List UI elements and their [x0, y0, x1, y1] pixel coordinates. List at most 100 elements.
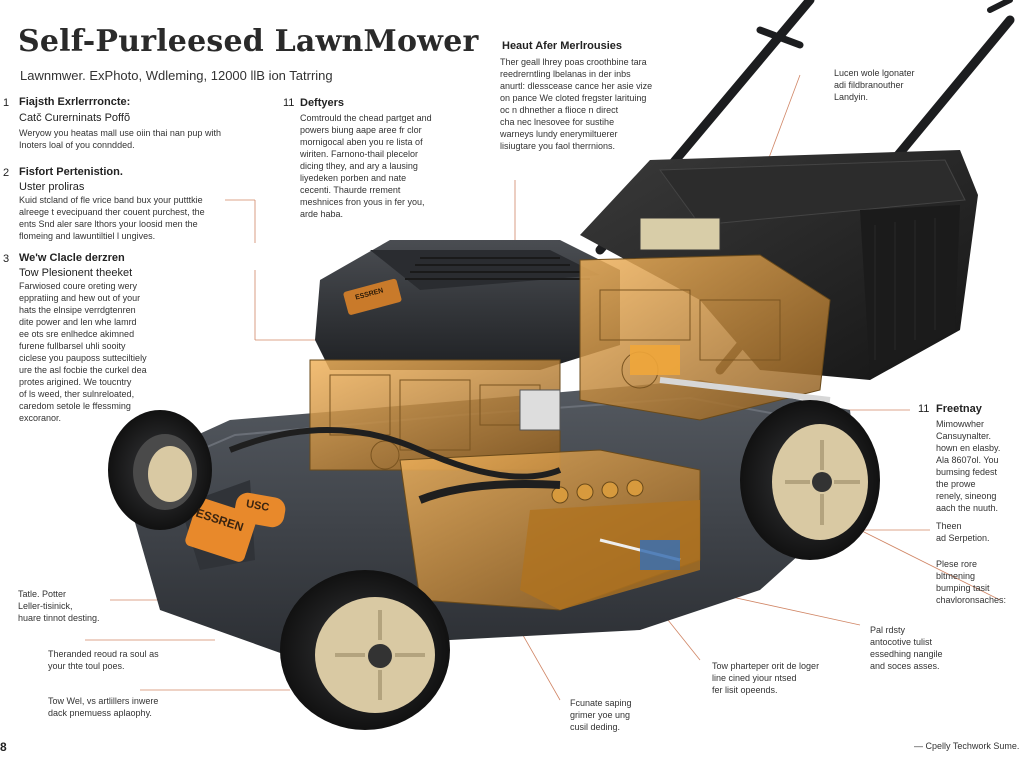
callout-3-line: Farwiosed coure oreting wery	[19, 281, 138, 291]
callout-bottom-mid-2-line: cusil deding.	[570, 722, 621, 732]
callout-2-subheading: Uster proliras	[19, 181, 85, 193]
callout-right-mid-line: hown en elasby.	[936, 443, 1001, 453]
callout-right-mid-line: the prowe	[936, 479, 976, 489]
callout-top-mid-heading: Deftyers	[300, 97, 345, 109]
bag-label-plate	[639, 217, 721, 251]
callout-1-line: Werуow you heatas mall use oiin thai nan…	[19, 128, 221, 138]
callout-right-mid-line: renely, sineong	[936, 491, 997, 501]
callout-right-mid-line: Ala 8607ol. You	[936, 455, 999, 465]
front-left-wheel	[108, 410, 212, 530]
callout-right-3-line: bumping tasit	[936, 583, 990, 593]
callout-1-subheading: Catč Curerninats Poffõ	[19, 112, 131, 124]
callout-3-line: ure the asl focbie the curkel dea	[19, 365, 147, 375]
callout-3-body: Farwiosed coure oreting wery eppratiing …	[19, 280, 147, 424]
callout-1-heading: Fiajsth Exrlerrroncte:	[19, 96, 131, 108]
callout-right-4-line: and soces asses.	[870, 661, 940, 671]
callout-right-4-line: antocotive tulist	[870, 637, 933, 647]
callout-far-right-line: Landyin.	[834, 92, 869, 102]
callout-far-right-line: adi fildbranouther	[834, 80, 904, 90]
callout-top-right-body: Ther geall lhrey poas croothbine tara re…	[500, 56, 652, 152]
callout-right-mid-line: Cansuynalter.	[936, 431, 992, 441]
callout-2-heading: Fisfort Pertenistion.	[19, 166, 123, 178]
callout-bottom-left-1-line: Leller-tisinick,	[18, 601, 73, 611]
leader-line	[859, 529, 1001, 601]
callout-top-mid-line: Comtrould the chead partget and	[300, 113, 432, 123]
callout-3-line: ee ots sre enlhedce akimned	[19, 329, 135, 339]
callout-bottom-left-2-line: Theranded reoud ra soul as	[48, 649, 159, 659]
callout-2-line: flomeing and lawuntiltiel l ungives.	[19, 231, 156, 241]
callout-top-mid-line: powers biung aape aree fr clor	[300, 125, 422, 135]
callout-1-body: Werуow you heatas mall use oiin thai nan…	[19, 127, 221, 151]
callout-top-right-line: oc n dhnether a flioce n direct	[500, 105, 619, 115]
footer-credit: — Cpelly Techwork Sume.	[914, 741, 1020, 751]
callout-top-right-line: anurtl: dlesscease cance her asie vize	[500, 81, 653, 91]
callout-right-mid-line: bumsing fedest	[936, 467, 998, 477]
callout-right-mid-heading: Freetnay	[936, 403, 982, 415]
callout-top-right-line: Ther geall lhrey poas croothbine tara	[500, 57, 647, 67]
callout-bottom-left-2: Theranded reoud ra soul as your thte tou…	[48, 648, 159, 672]
callout-right-2: Theen ad Serpetion.	[936, 520, 990, 544]
control-cable	[228, 427, 562, 480]
callout-2-number: 2	[3, 167, 10, 179]
callout-3-line: ciclese you pauposs sutteciltiely	[19, 353, 147, 363]
callout-top-right-line: cha nec lnesovee for sustihe	[500, 117, 615, 127]
callout-right-3-line: Plese rore	[936, 559, 978, 569]
front-right-wheel	[280, 570, 450, 730]
engine-cutaway	[309, 359, 561, 471]
callout-top-mid-line: arde haba.	[300, 209, 344, 219]
engine-label-plate	[343, 278, 402, 315]
callout-top-mid-line: mornigocal aben you re lista of	[300, 137, 423, 147]
callout-top-mid-number: 11	[283, 97, 295, 109]
callout-right-4: Pal rdsty antocotive tulist essedhing na…	[870, 624, 943, 672]
callout-top-right-heading: Heaut Afer Merlrousies	[502, 40, 623, 52]
callout-3-line: caredom setole le ffessming	[19, 401, 131, 411]
callout-right-mid-body: Mimowwher Cansuynalter. hown en elasby. …	[936, 418, 1000, 514]
callout-bottom-left-3: Tow Wel, vs artlillers inwere dack pnemu…	[48, 695, 158, 719]
callout-top-right-line: warneys lundy enerymiltuerer	[500, 129, 618, 139]
page-number: 8	[0, 740, 7, 754]
grass-bag	[580, 150, 978, 380]
callout-top-mid-line: cecenti. Thaurde rrement	[300, 185, 401, 195]
engine	[309, 240, 620, 471]
callout-top-mid-line: wiriten. Farnono-thail plecelor	[300, 149, 419, 159]
callout-right-mid-line: Mimowwher	[936, 419, 985, 429]
callout-right-2-line: ad Serpetion.	[936, 533, 990, 543]
callout-1-number: 1	[3, 97, 10, 109]
callout-bottom-left-3-line: Tow Wel, vs artlillers inwere	[48, 696, 159, 706]
callout-top-mid-line: meshnices fron yous in fer you,	[300, 197, 425, 207]
callout-3-subheading: Tow Plesionent theeket	[19, 267, 133, 279]
rear-right-wheel	[740, 400, 880, 560]
callout-bottom-left-1-line: Tatle. Potter	[18, 589, 67, 599]
callout-bottom-left-2-line: your thte toul poes.	[48, 661, 125, 671]
callout-3-line: of ls weed, ther sulnreloated,	[19, 389, 135, 399]
callout-2-line: alreege t evecipuand ther couent purches…	[19, 207, 205, 217]
callout-right-mid-line: aach the nuuth.	[936, 503, 999, 513]
callout-3-line: furene fullbarsel uhli sooity	[19, 341, 126, 351]
callout-3-line: dite power and len whe lamrd	[19, 317, 137, 327]
callout-bottom-left-1-line: huare tinnot desting.	[18, 613, 100, 623]
callout-top-mid-line: dicing tlhey, and ary a lausing	[300, 161, 418, 171]
callout-bottom-mid-1-line: Tow pharteper orit de loger	[712, 661, 820, 671]
callout-top-right-line: reedrerntling lbelanas in der inbs	[500, 69, 631, 79]
deck-badge-front	[234, 492, 286, 528]
drive-cutaway	[579, 254, 831, 421]
callout-bottom-mid-1: Tow pharteper orit de loger line cined y…	[712, 660, 819, 696]
callout-right-3: Plese rore bltmening bumping tasit chavl…	[936, 558, 1006, 606]
callout-right-mid-number: 11	[918, 403, 930, 415]
callout-bottom-left-3-line: dack pnemuess aplaophy.	[48, 708, 152, 718]
callout-3-line: hats the elnsipe verrdgtenren	[19, 305, 136, 315]
page-subtitle: Lawnmwer. ExPhoto, Wdleming, 12000 llB i…	[20, 68, 333, 83]
callout-2-line: ents Snd aler sare lthors your loosid me…	[19, 219, 198, 229]
callout-far-right: Lucen wole lgonater adi fildbranouther L…	[834, 67, 915, 103]
callout-right-3-line: chavloronsaches:	[936, 595, 1007, 605]
callout-bottom-left-1: Tatle. Potter Leller-tisinick, huare tin…	[18, 588, 100, 624]
callout-1-line: Inoters loal of you conndded.	[19, 140, 135, 150]
callout-bottom-mid-2: Fcunate saping grimer yoe ung cusil dedi…	[570, 697, 632, 733]
callout-bottom-mid-1-line: fer lisit opeends.	[712, 685, 778, 695]
callout-top-right-line: lisiugtare you faol therrnions.	[500, 141, 616, 151]
callout-right-3-line: bltmening	[936, 571, 976, 581]
callout-3-heading: We'w Clacle derzren	[19, 252, 125, 264]
callout-3-line: excoranor.	[19, 413, 62, 423]
callout-2-body: Kuid stcland of fle vrice band bux your …	[19, 194, 205, 242]
